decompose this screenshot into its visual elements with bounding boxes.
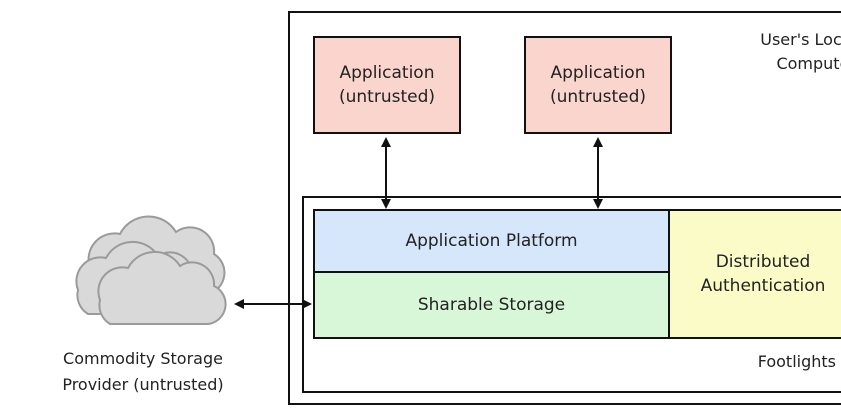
application-box-left: Application (untrusted) [313, 36, 461, 134]
inner-label: Footlights [757, 352, 836, 371]
inner-footlights [302, 196, 841, 393]
outer-local-computer [288, 11, 841, 405]
cloud-icon [75, 215, 227, 325]
outer-label: User's Local Computer [760, 30, 841, 73]
cloud-label: Commodity Storage Provider (untrusted) [62, 349, 224, 394]
application-platform-box: Application Platform [313, 209, 670, 273]
application-box-right: Application (untrusted) [524, 36, 672, 134]
sharable-storage-box: Sharable Storage [313, 271, 670, 339]
distributed-authentication-box: Distributed Authentication [668, 209, 841, 339]
